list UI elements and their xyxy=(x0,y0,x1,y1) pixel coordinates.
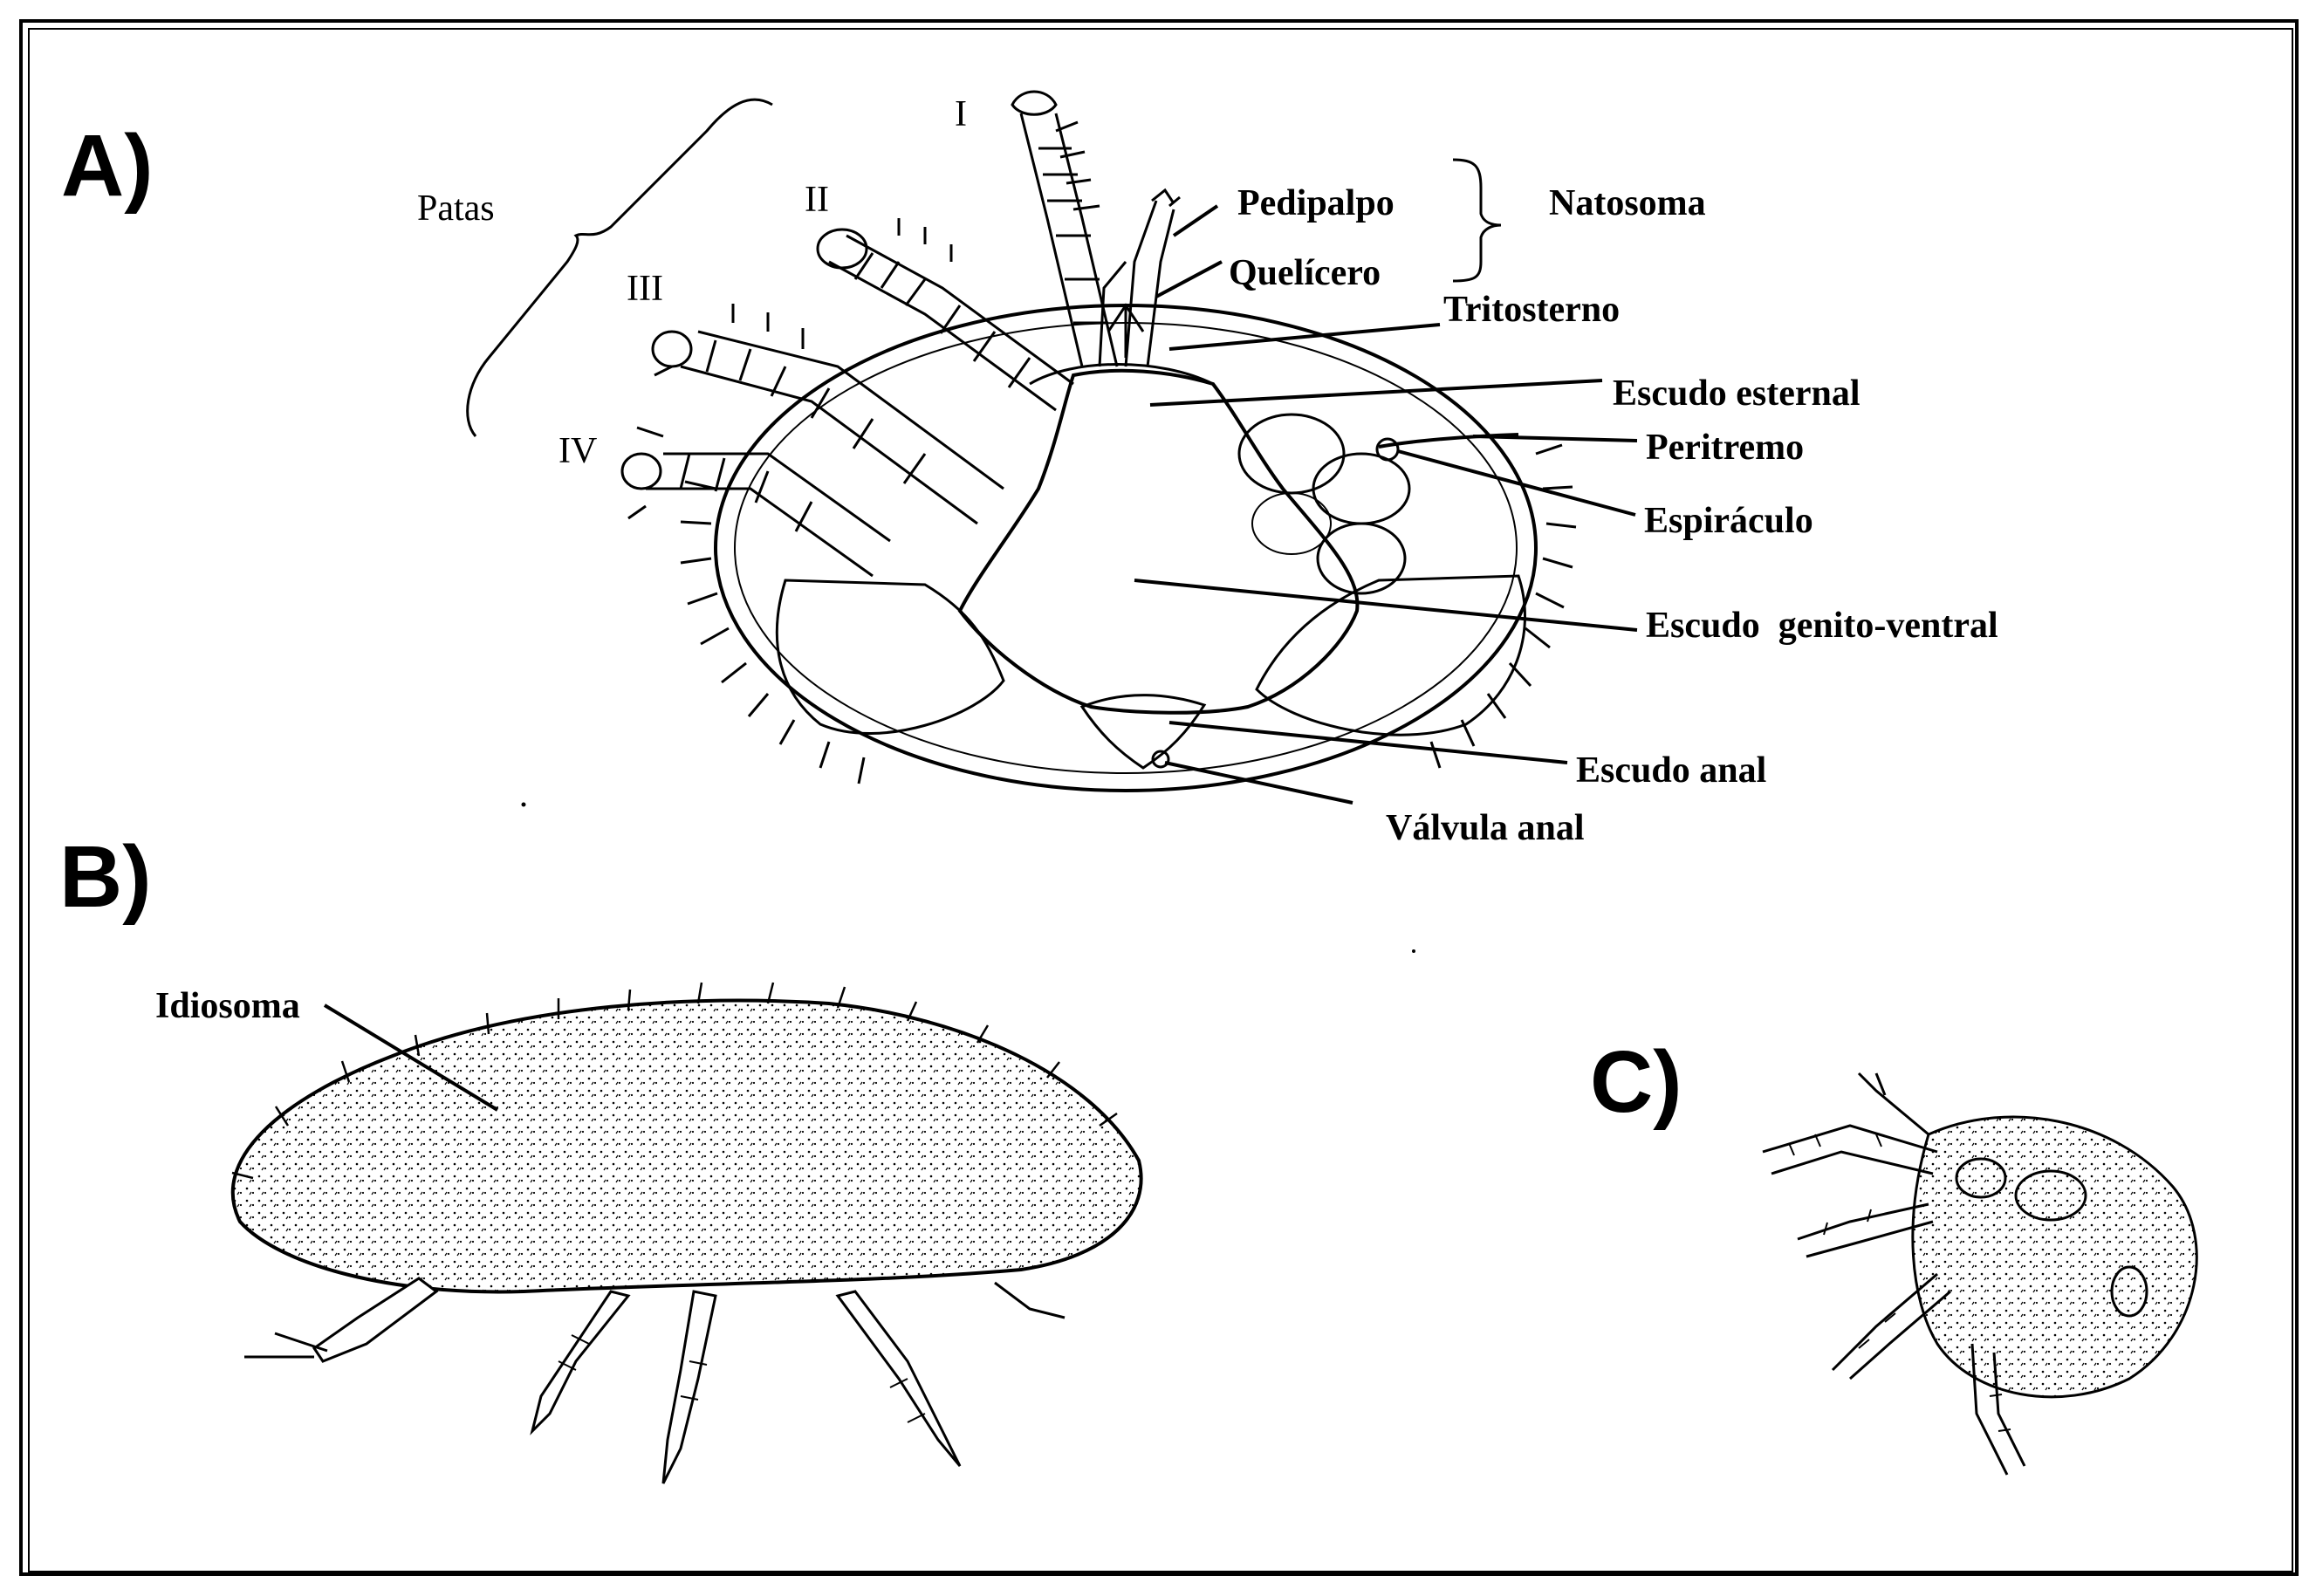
body-outline xyxy=(716,305,1536,791)
leader-espiraculo xyxy=(1398,451,1635,515)
leader-pedipalpo xyxy=(1174,206,1217,236)
leader-quelicero xyxy=(1156,262,1222,297)
mite-lateral-view xyxy=(232,983,1141,1483)
sternal-shield xyxy=(960,371,1357,713)
patas-brace xyxy=(468,99,772,436)
natosoma-bracket xyxy=(1453,160,1501,281)
idiosoma-body xyxy=(233,1001,1141,1292)
small-mouthparts xyxy=(1859,1073,1929,1134)
leg-iii xyxy=(653,304,1004,524)
leader-valvula-anal xyxy=(1165,763,1353,803)
body-setae xyxy=(681,445,1576,784)
lateral-plate-left xyxy=(777,580,1004,733)
leader-escudo-anal xyxy=(1169,723,1567,763)
small-leg-1 xyxy=(1763,1126,1937,1174)
lateral-plate-right xyxy=(1257,576,1525,735)
small-body xyxy=(1913,1117,2196,1397)
mite-ventral-view xyxy=(468,92,1576,791)
leg-iv xyxy=(622,428,890,576)
mite-small-view xyxy=(1763,1073,2196,1475)
lateral-legs xyxy=(244,1278,1065,1483)
anal-shield xyxy=(1082,695,1204,768)
spiracle xyxy=(1377,439,1398,460)
lateral-leg-segments xyxy=(558,1335,925,1422)
leader-peritremo xyxy=(1473,436,1637,441)
